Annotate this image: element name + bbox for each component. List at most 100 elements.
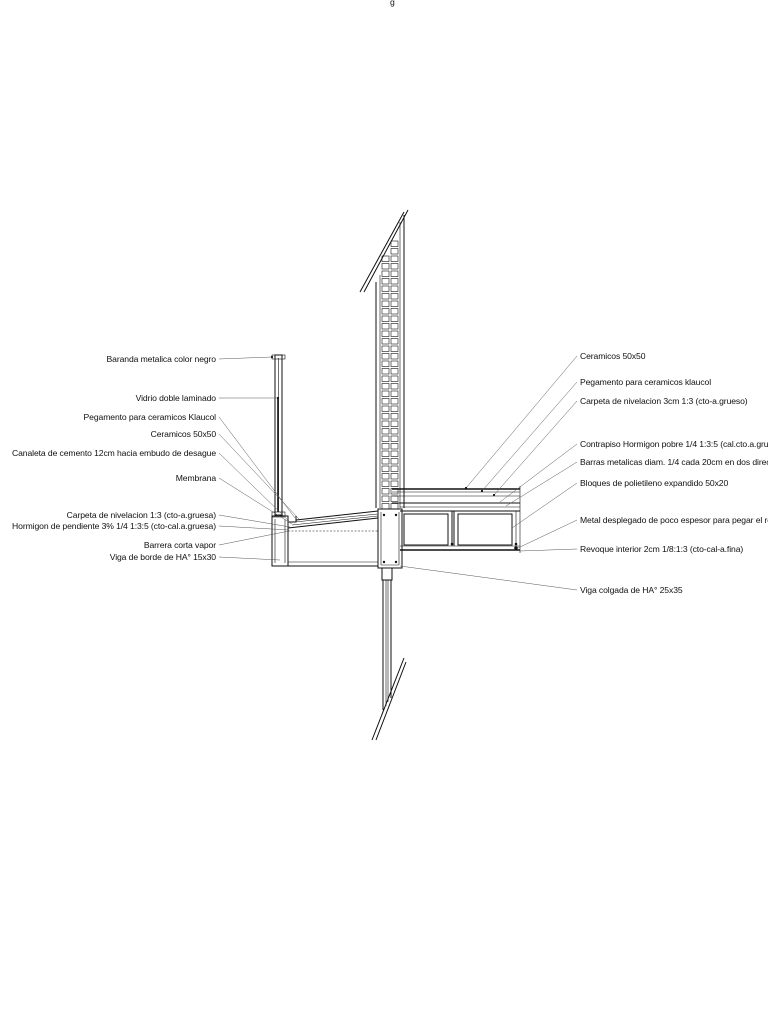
brick-cell — [390, 270, 399, 277]
eps-block — [457, 513, 513, 546]
brick-cell — [381, 480, 390, 487]
label-membrane: Membrana — [176, 473, 217, 483]
brick-cell — [390, 330, 399, 337]
brick-cell — [381, 345, 390, 352]
brick-cell — [381, 308, 390, 315]
brick-cell — [381, 488, 390, 495]
brick-cell — [390, 375, 399, 382]
brick-cell — [390, 323, 399, 330]
label-ceramics-left: Ceramicos 50x50 — [151, 429, 217, 439]
brick-cell — [381, 270, 390, 277]
eps-block — [403, 513, 449, 546]
brick-cell — [381, 368, 390, 375]
brick-cell — [390, 285, 399, 292]
metal-lath-point — [514, 546, 518, 550]
brick-cell — [390, 383, 399, 390]
brick-cell — [381, 458, 390, 465]
brick-cell — [390, 405, 399, 412]
brick-cell — [381, 293, 390, 300]
label-edge-beam: Viga de borde de HA° 15x30 — [110, 552, 217, 562]
brick-cell — [381, 315, 390, 322]
brick-cell — [381, 465, 390, 472]
brick-cell — [381, 278, 390, 285]
label-railing: Baranda metalica color negro — [107, 354, 217, 364]
brick-cell — [381, 413, 390, 420]
brick-cell — [390, 368, 399, 375]
label-steel-bars: Barras metalicas diam. 1/4 cada 20cm en … — [580, 457, 768, 467]
brick-cell — [390, 480, 399, 487]
label-cement-gutter: Canaleta de cemento 12cm hacia embudo de… — [12, 448, 216, 458]
brick-cell — [390, 495, 399, 502]
brick-cell — [390, 443, 399, 450]
brick-cell — [381, 323, 390, 330]
brick-cell — [390, 315, 399, 322]
label-interior-plaster: Revoque interior 2cm 1/8:1:3 (cto-cal-a.… — [580, 544, 743, 554]
brick-cell — [381, 428, 390, 435]
brick-cell — [381, 420, 390, 427]
brick-cell — [390, 420, 399, 427]
brick-cell — [390, 308, 399, 315]
brick-cell — [381, 255, 390, 262]
brick-cell — [381, 330, 390, 337]
brick-cell — [390, 263, 399, 270]
brick-cell — [381, 390, 390, 397]
brick-cell — [381, 338, 390, 345]
brick-cell — [381, 285, 390, 292]
brick-cell — [390, 390, 399, 397]
brick-cell — [381, 263, 390, 270]
brick-cell — [381, 398, 390, 405]
brick-cell — [381, 375, 390, 382]
brick-cell — [390, 255, 399, 262]
hanging-beam — [377, 508, 403, 569]
left-labels: Baranda metalica color negro Vidrio dobl… — [12, 354, 216, 562]
brick-cell — [390, 465, 399, 472]
brick-cell — [390, 248, 399, 255]
brick-cell — [390, 338, 399, 345]
brick-cell — [381, 450, 390, 457]
brick-cell — [390, 353, 399, 360]
label-leveling-screed-left: Carpeta de nivelacion 1:3 (cto-a.gruesa) — [67, 510, 217, 520]
brick-cell — [390, 345, 399, 352]
floor-slab — [392, 486, 521, 553]
label-ceramic-adhesive-left: Pegamento para ceramicos Klaucol — [84, 412, 217, 422]
brick-cell — [390, 360, 399, 367]
brick-cell — [390, 428, 399, 435]
label-ceramic-adhesive-right: Pegamento para ceramicos klaucol — [580, 377, 711, 387]
leader-lines — [218, 355, 578, 591]
brick-cell — [390, 293, 399, 300]
wall-break-line-bottom — [371, 657, 407, 741]
label-hanging-beam: Viga colgada de HA° 25x35 — [580, 585, 683, 595]
brick-cell — [381, 495, 390, 502]
brick-cell — [390, 398, 399, 405]
brick-cell — [390, 473, 399, 480]
brick-cell-grid — [381, 240, 399, 510]
brick-cell — [390, 435, 399, 442]
label-laminated-glass: Vidrio doble laminado — [136, 393, 217, 403]
label-ceramics-right: Ceramicos 50x50 — [580, 351, 646, 361]
brick-cell — [390, 278, 399, 285]
wall-break-line-top — [359, 209, 409, 293]
label-slope-concrete: Hormigon de pendiente 3% 1/4 1:3:5 (cto-… — [12, 521, 216, 531]
edge-beam — [271, 515, 289, 567]
window-head — [381, 567, 393, 581]
brick-cell — [390, 300, 399, 307]
brick-cell — [390, 413, 399, 420]
label-lean-concrete-subfloor: Contrapiso Hormigon pobre 1/4 1:3:5 (cal… — [580, 439, 768, 449]
brick-cell — [381, 383, 390, 390]
right-labels: Ceramicos 50x50 Pegamento para ceramicos… — [580, 351, 768, 595]
brick-cell — [381, 503, 390, 510]
brick-cell — [381, 473, 390, 480]
brick-cell — [381, 405, 390, 412]
sheet-top-mark: g — [390, 0, 395, 7]
label-expanded-metal: Metal desplegado de poco espesor para pe… — [580, 515, 768, 525]
lower-wall — [371, 567, 407, 741]
brick-cell — [390, 458, 399, 465]
label-eps-blocks: Bloques de polietileno expandido 50x20 — [580, 478, 728, 488]
label-vapor-barrier: Barrera corta vapor — [144, 540, 216, 550]
brick-cell — [381, 300, 390, 307]
balcony-slab — [271, 510, 379, 567]
upper-wall — [359, 209, 409, 510]
label-leveling-screed-right: Carpeta de nivelacion 3cm 1:3 (cto-a.gru… — [580, 396, 748, 406]
brick-cell — [390, 503, 399, 510]
